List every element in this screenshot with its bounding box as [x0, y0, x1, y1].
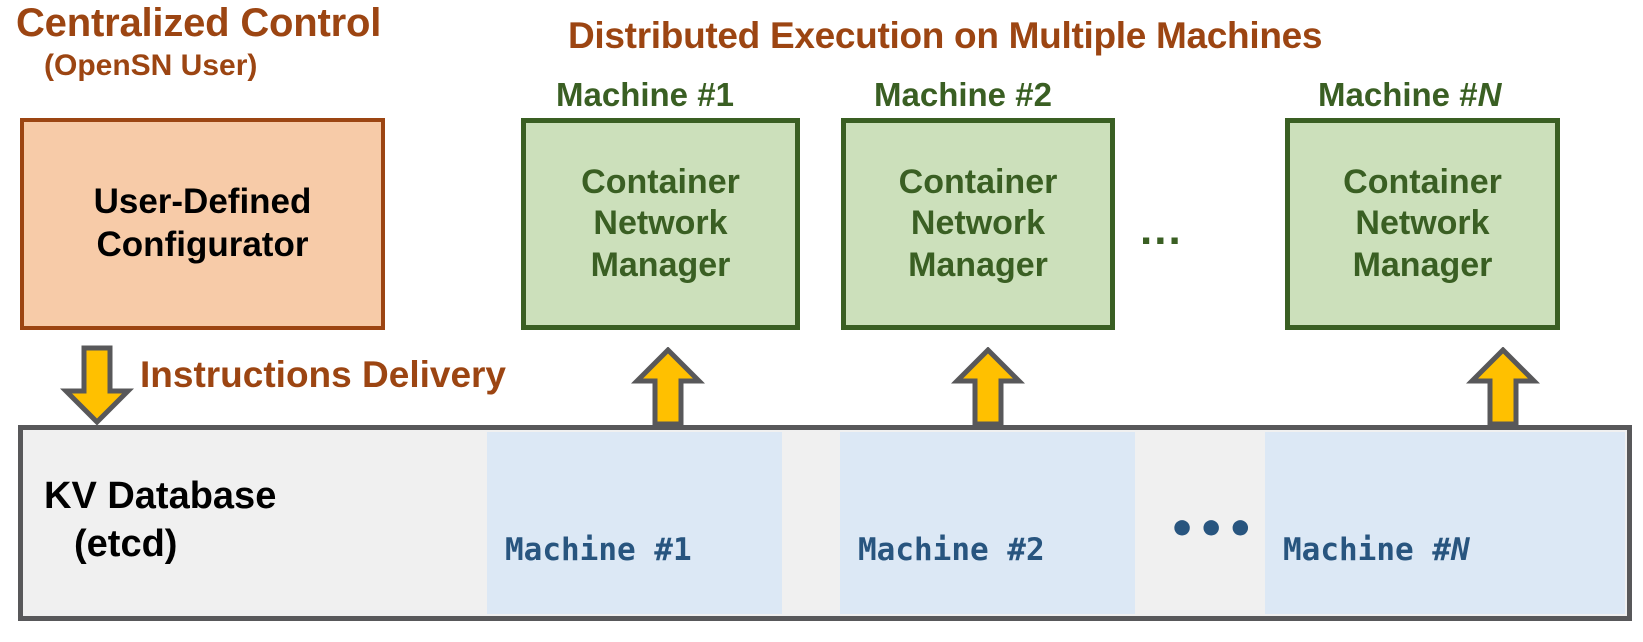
kv-database-title-line-2: (etcd): [74, 522, 178, 565]
centralized-control-subtitle: (OpenSN User): [44, 49, 258, 82]
cnm-n-line-2: Network: [1355, 204, 1490, 243]
db-entry-n-header-prefix: Machine #: [1283, 532, 1451, 569]
machine-label-2-suffix: 2: [1033, 76, 1052, 113]
user-defined-configurator-box: User-Defined Configurator: [20, 118, 385, 330]
machine-label-1-prefix: Machine #: [556, 76, 716, 113]
machine-label-2-prefix: Machine #: [874, 76, 1034, 113]
cnm-2-line-1: Container: [898, 162, 1058, 201]
db-entry-1-header-suffix: 1: [672, 532, 692, 569]
machines-ellipsis: ...: [1140, 205, 1183, 254]
configurator-label: User-Defined Configurator: [94, 181, 312, 266]
cnm-n-line-3: Manager: [1352, 245, 1493, 284]
db-entry-1-header: Machine #1: [505, 528, 782, 572]
distributed-execution-title: Distributed Execution on Multiple Machin…: [568, 15, 1323, 56]
kv-database-title: KV Database (etcd): [44, 473, 276, 568]
cnm-n-line-1: Container: [1343, 162, 1502, 201]
cnm-1-line-1: Container: [581, 162, 740, 201]
instructions-delivery-arrow-down: [60, 345, 134, 425]
db-entry-machine-2: Machine #2 - Nodes - Links - Interfaces: [840, 432, 1135, 614]
container-network-manager-box-1: Container Network Manager: [521, 118, 800, 330]
arrow-up-icon: [1466, 347, 1540, 427]
db-to-machine-arrow-up-2: [951, 347, 1025, 427]
cnm-label-1: Container Network Manager: [581, 162, 740, 286]
db-to-machine-arrow-up-1: [631, 347, 705, 427]
machine-label-2: Machine #2: [874, 78, 1052, 111]
machine-label-n-suffix: N: [1477, 76, 1502, 113]
db-entry-n-header: Machine #N: [1283, 528, 1625, 572]
cnm-label-n: Container Network Manager: [1343, 162, 1502, 286]
container-network-manager-box-2: Container Network Manager: [841, 118, 1115, 330]
centralized-control-title: Centralized Control: [16, 1, 382, 45]
kv-database-title-line-1: KV Database: [44, 475, 277, 517]
configurator-line-1: User-Defined: [93, 182, 312, 222]
db-entry-2-header-prefix: Machine #: [858, 532, 1026, 569]
db-entry-2-header: Machine #2: [858, 528, 1135, 572]
db-entry-machine-n: Machine #N - Nodes - Links - Interfaces: [1265, 432, 1625, 614]
container-network-manager-box-n: Container Network Manager: [1285, 118, 1560, 330]
cnm-1-line-3: Manager: [590, 245, 731, 284]
db-entries-ellipsis: •••: [1168, 504, 1256, 555]
configurator-line-2: Configurator: [96, 225, 309, 264]
db-to-machine-arrow-up-n: [1466, 347, 1540, 427]
machine-label-1: Machine #1: [556, 78, 734, 111]
arrow-up-icon: [951, 347, 1025, 427]
cnm-2-line-3: Manager: [908, 245, 1048, 284]
db-entry-2-header-suffix: 2: [1025, 532, 1045, 569]
arrow-down-icon: [60, 345, 134, 425]
machine-label-1-suffix: 1: [715, 76, 734, 113]
db-entry-machine-1: Machine #1 - Nodes - Links - Interfaces: [487, 432, 782, 614]
cnm-2-line-2: Network: [910, 204, 1046, 243]
machine-label-n: Machine #N: [1318, 78, 1501, 111]
db-entry-1-header-prefix: Machine #: [505, 532, 673, 569]
db-entry-n-header-suffix: N: [1450, 532, 1470, 569]
arrow-up-icon: [631, 347, 705, 427]
machine-label-n-prefix: Machine #: [1318, 76, 1478, 113]
cnm-label-2: Container Network Manager: [899, 162, 1058, 286]
instructions-delivery-label: Instructions Delivery: [140, 354, 507, 395]
cnm-1-line-2: Network: [593, 204, 728, 243]
